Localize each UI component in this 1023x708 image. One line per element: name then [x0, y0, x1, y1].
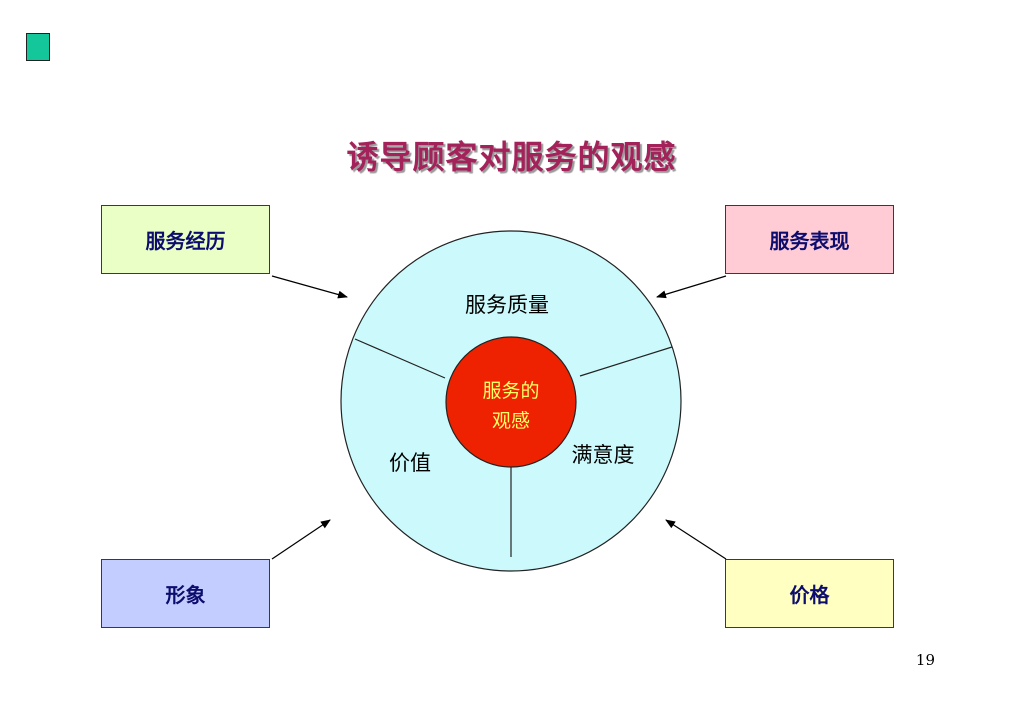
page-number: 19	[915, 651, 935, 669]
segment-label-top: 服务质量	[465, 293, 549, 317]
arrow-bottom-left	[271, 519, 331, 560]
box-service-experience: 服务经历	[101, 205, 270, 274]
box-price: 价格	[725, 559, 894, 628]
arrow-bottom-right	[665, 519, 727, 560]
box-service-performance: 服务表现	[725, 205, 894, 274]
center-label-line1: 服务的	[482, 380, 539, 402]
center-label-line2: 观感	[492, 410, 530, 432]
slide-title: 诱导顾客对服务的观感	[346, 138, 677, 176]
center-circle	[445, 336, 577, 468]
box-image: 形象	[101, 559, 270, 628]
arrow-top-right	[656, 275, 727, 299]
accent-square	[26, 33, 50, 61]
segment-label-right: 满意度	[572, 443, 635, 467]
divider-left	[354, 338, 446, 379]
segment-label-left: 价值	[389, 451, 431, 475]
arrow-top-left	[271, 275, 348, 299]
divider-right	[579, 346, 673, 377]
